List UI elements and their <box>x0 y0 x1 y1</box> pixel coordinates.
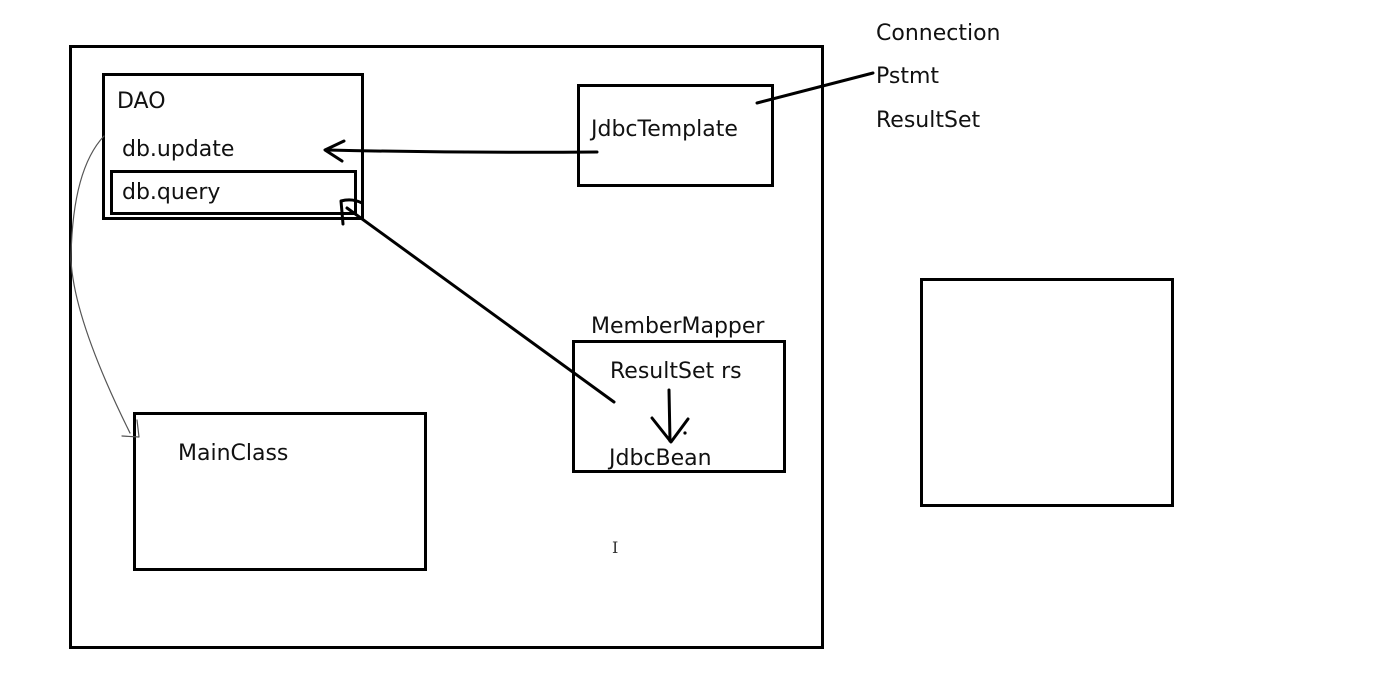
dao-title: DAO <box>117 89 166 114</box>
main-class-box <box>133 412 427 571</box>
jdbc-bean-label: JdbcBean <box>609 446 712 471</box>
empty-box <box>920 278 1174 507</box>
member-mapper-box <box>572 340 786 473</box>
jdbc-template-label: JdbcTemplate <box>591 117 738 142</box>
db-update-label: db.update <box>122 137 235 162</box>
db-query-label: db.query <box>122 180 221 205</box>
resultset-rs-label: ResultSet rs <box>610 359 742 384</box>
member-mapper-title: MemberMapper <box>591 314 765 339</box>
resource-resultset-label: ResultSet <box>876 108 981 133</box>
text-cursor-icon: I <box>612 538 619 557</box>
resource-connection-label: Connection <box>876 21 1001 46</box>
main-class-label: MainClass <box>178 441 289 466</box>
resource-pstmt-label: Pstmt <box>876 64 940 89</box>
jdbc-template-box <box>577 84 774 187</box>
